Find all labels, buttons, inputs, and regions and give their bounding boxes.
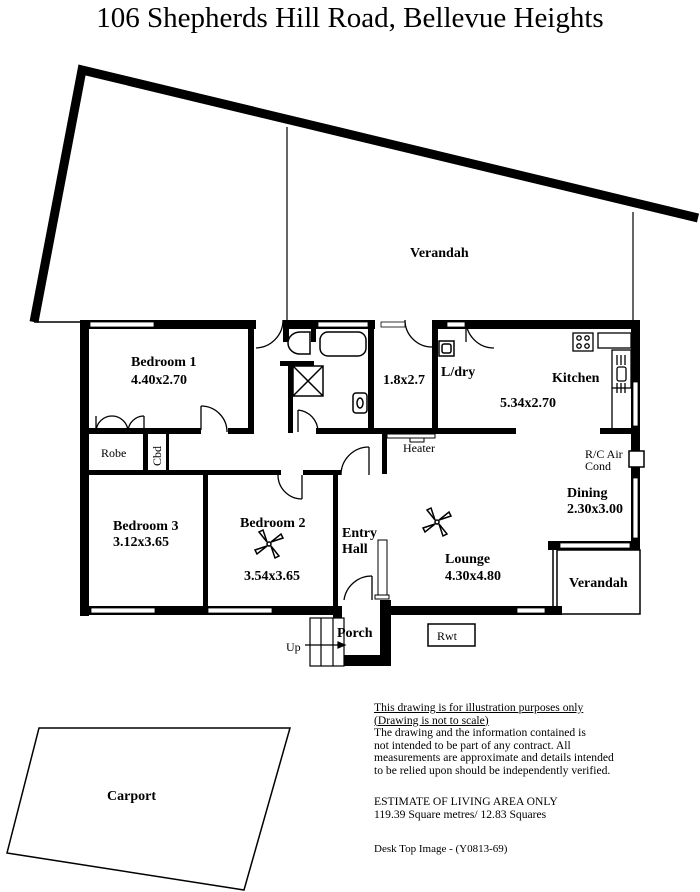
dining-size: 2.30x3.00 bbox=[567, 502, 623, 517]
bedroom1-label: Bedroom 1 bbox=[131, 355, 196, 370]
ceiling-fan-icon bbox=[253, 528, 285, 560]
door-swings bbox=[95, 319, 495, 601]
kitchen-size: 5.34x2.70 bbox=[500, 396, 556, 411]
disclaimer-line-1: This drawing is for illustration purpose… bbox=[374, 701, 584, 714]
bedroom1-size: 4.40x2.70 bbox=[131, 373, 187, 388]
bedroom3-label: Bedroom 3 bbox=[113, 519, 178, 534]
aircon-label-2: Cond bbox=[585, 459, 611, 473]
kitchen-fixtures bbox=[572, 332, 632, 428]
disclaimer-body-3: measurements are approximate and details… bbox=[374, 751, 614, 764]
lounge-size: 4.30x4.80 bbox=[445, 569, 501, 584]
entry-hall-label-2: Hall bbox=[342, 542, 368, 557]
disclaimer-body-4: to be relied upon should be independentl… bbox=[374, 763, 611, 777]
living-area-estimate: ESTIMATE OF LIVING AREA ONLY 119.39 Squa… bbox=[374, 795, 558, 821]
stairs-up-label: Up bbox=[286, 640, 301, 654]
rear-verandah-outline bbox=[29, 64, 700, 323]
bedroom2-size: 3.54x3.65 bbox=[244, 569, 300, 584]
interior-walls bbox=[89, 320, 640, 666]
carport-label: Carport bbox=[107, 789, 156, 804]
cbd-label: Cbd bbox=[150, 446, 164, 466]
disclaimer-body-1: The drawing and the information containe… bbox=[374, 726, 586, 739]
area-heading: ESTIMATE OF LIVING AREA ONLY bbox=[374, 795, 558, 808]
laundry-label: L/dry bbox=[441, 365, 475, 380]
image-reference: Desk Top Image - (Y0813-69) bbox=[374, 843, 508, 855]
ceiling-fan-icon bbox=[421, 506, 453, 538]
porch-label: Porch bbox=[337, 626, 373, 641]
kitchen-label: Kitchen bbox=[552, 371, 600, 386]
rwt-label: Rwt bbox=[437, 629, 458, 643]
bedroom3-size: 3.12x3.65 bbox=[113, 535, 169, 550]
disclaimer-body-2: not intended to be part of any contract.… bbox=[374, 738, 571, 752]
heater-label: Heater bbox=[403, 441, 435, 455]
rainwater-tank bbox=[427, 623, 476, 647]
robe-label: Robe bbox=[101, 446, 126, 460]
disclaimer: This drawing is for illustration purpose… bbox=[374, 701, 694, 777]
bathroom-fixtures bbox=[287, 331, 455, 414]
bedroom2-label: Bedroom 2 bbox=[240, 516, 305, 531]
rear-verandah-label: Verandah bbox=[410, 246, 469, 261]
side-verandah-label: Verandah bbox=[569, 576, 628, 591]
page-title: 106 Shepherds Hill Road, Bellevue Height… bbox=[96, 2, 604, 34]
bathroom-size: 1.8x2.7 bbox=[383, 373, 425, 388]
entry-hall-label-1: Entry bbox=[342, 526, 377, 541]
bathtub-icon bbox=[319, 331, 367, 357]
porch-stairs bbox=[305, 617, 347, 667]
lounge-label: Lounge bbox=[445, 552, 490, 567]
side-verandah-outline bbox=[556, 549, 641, 615]
dining-label: Dining bbox=[567, 486, 607, 501]
aircon-label-1: R/C Air bbox=[585, 447, 623, 461]
area-value: 119.39 Square metres/ 12.83 Squares bbox=[374, 807, 547, 821]
toilet-icon bbox=[287, 331, 311, 355]
cooktop-icon bbox=[572, 332, 594, 352]
carport-outline bbox=[6, 727, 291, 891]
disclaimer-line-2: (Drawing is not to scale) bbox=[374, 713, 489, 727]
